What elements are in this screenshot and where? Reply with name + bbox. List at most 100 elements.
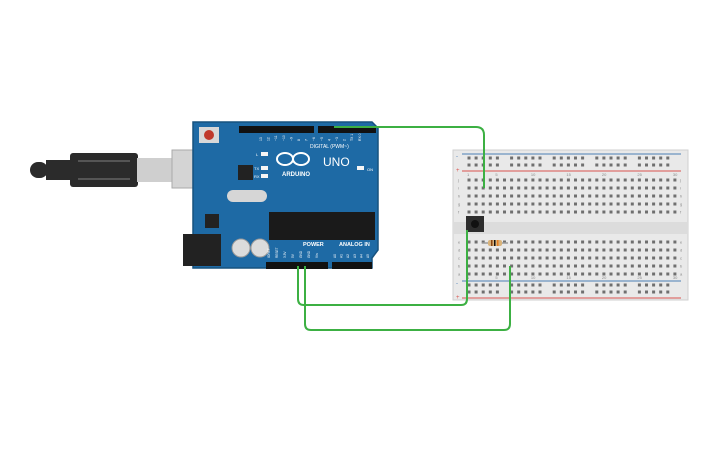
breadboard-hole[interactable] xyxy=(630,256,634,260)
breadboard-hole[interactable] xyxy=(666,202,670,206)
breadboard-hole[interactable] xyxy=(531,240,535,244)
breadboard-hole[interactable] xyxy=(574,264,577,268)
rail-hole[interactable] xyxy=(645,163,648,167)
breadboard-hole[interactable] xyxy=(623,194,627,198)
breadboard-hole[interactable] xyxy=(616,256,620,260)
rail-hole[interactable] xyxy=(652,290,656,294)
breadboard-hole[interactable] xyxy=(503,248,506,252)
rail-hole[interactable] xyxy=(531,163,535,167)
breadboard-hole[interactable] xyxy=(630,186,634,190)
breadboard-hole[interactable] xyxy=(609,210,613,214)
breadboard-hole[interactable] xyxy=(531,248,535,252)
breadboard-hole[interactable] xyxy=(609,186,613,190)
rail-hole[interactable] xyxy=(616,156,620,160)
breadboard-hole[interactable] xyxy=(588,210,592,214)
breadboard-hole[interactable] xyxy=(616,194,620,198)
breadboard-hole[interactable] xyxy=(652,178,656,182)
breadboard-hole[interactable] xyxy=(566,194,570,198)
breadboard-hole[interactable] xyxy=(517,178,521,182)
rail-hole[interactable] xyxy=(566,283,570,287)
breadboard-hole[interactable] xyxy=(666,194,670,198)
breadboard-hole[interactable] xyxy=(673,256,677,260)
breadboard-hole[interactable] xyxy=(581,202,585,206)
breadboard-hole[interactable] xyxy=(545,178,549,182)
breadboard-hole[interactable] xyxy=(552,178,556,182)
rail-hole[interactable] xyxy=(474,283,478,287)
breadboard-hole[interactable] xyxy=(503,194,506,198)
breadboard-hole[interactable] xyxy=(588,240,592,244)
breadboard-hole[interactable] xyxy=(673,178,677,182)
breadboard-hole[interactable] xyxy=(488,248,492,252)
rail-hole[interactable] xyxy=(495,163,499,167)
rail-hole[interactable] xyxy=(595,283,599,287)
breadboard-hole[interactable] xyxy=(517,194,521,198)
breadboard-hole[interactable] xyxy=(545,210,549,214)
rail-hole[interactable] xyxy=(609,283,613,287)
rail-hole[interactable] xyxy=(474,156,478,160)
rail-hole[interactable] xyxy=(602,283,606,287)
breadboard-hole[interactable] xyxy=(609,202,613,206)
breadboard-hole[interactable] xyxy=(552,272,556,276)
breadboard-hole[interactable] xyxy=(659,194,663,198)
rail-hole[interactable] xyxy=(645,283,648,287)
rail-hole[interactable] xyxy=(495,283,499,287)
breadboard-hole[interactable] xyxy=(652,210,656,214)
breadboard-hole[interactable] xyxy=(581,194,585,198)
breadboard-hole[interactable] xyxy=(474,272,478,276)
breadboard-hole[interactable] xyxy=(531,186,535,190)
rail-hole[interactable] xyxy=(517,156,521,160)
rail-hole[interactable] xyxy=(581,163,585,167)
rail-hole[interactable] xyxy=(510,290,514,294)
breadboard-hole[interactable] xyxy=(503,264,506,268)
rail-hole[interactable] xyxy=(581,156,585,160)
rail-hole[interactable] xyxy=(510,156,514,160)
breadboard-hole[interactable] xyxy=(637,240,641,244)
breadboard-hole[interactable] xyxy=(574,202,577,206)
breadboard-hole[interactable] xyxy=(637,264,641,268)
breadboard-hole[interactable] xyxy=(524,240,528,244)
breadboard-hole[interactable] xyxy=(616,248,620,252)
breadboard-hole[interactable] xyxy=(559,186,563,190)
breadboard-hole[interactable] xyxy=(510,178,514,182)
breadboard-hole[interactable] xyxy=(574,210,577,214)
breadboard-hole[interactable] xyxy=(510,240,514,244)
breadboard-hole[interactable] xyxy=(517,256,521,260)
breadboard-hole[interactable] xyxy=(609,240,613,244)
breadboard-hole[interactable] xyxy=(595,186,599,190)
breadboard-hole[interactable] xyxy=(616,186,620,190)
breadboard-hole[interactable] xyxy=(559,240,563,244)
breadboard-hole[interactable] xyxy=(652,272,656,276)
breadboard-hole[interactable] xyxy=(510,202,514,206)
breadboard-hole[interactable] xyxy=(531,202,535,206)
breadboard-hole[interactable] xyxy=(581,272,585,276)
breadboard-hole[interactable] xyxy=(574,256,577,260)
rail-hole[interactable] xyxy=(659,163,663,167)
rail-hole[interactable] xyxy=(616,290,620,294)
breadboard-hole[interactable] xyxy=(559,210,563,214)
breadboard-hole[interactable] xyxy=(623,272,627,276)
breadboard-hole[interactable] xyxy=(545,186,549,190)
breadboard-hole[interactable] xyxy=(645,186,648,190)
rail-hole[interactable] xyxy=(595,290,599,294)
breadboard-hole[interactable] xyxy=(559,194,563,198)
breadboard-hole[interactable] xyxy=(552,240,556,244)
breadboard-hole[interactable] xyxy=(503,272,506,276)
analog-header[interactable] xyxy=(332,262,372,269)
breadboard-hole[interactable] xyxy=(588,194,592,198)
rail-hole[interactable] xyxy=(666,163,670,167)
breadboard-hole[interactable] xyxy=(673,194,677,198)
rail-hole[interactable] xyxy=(510,163,514,167)
breadboard-hole[interactable] xyxy=(510,186,514,190)
breadboard-hole[interactable] xyxy=(581,178,585,182)
breadboard-hole[interactable] xyxy=(630,240,634,244)
rail-hole[interactable] xyxy=(574,283,577,287)
rail-hole[interactable] xyxy=(659,283,663,287)
arduino-uno-board[interactable]: ARDUINO UNO DIGITAL (PWM~) POWER ANALOG … xyxy=(183,121,379,269)
breadboard-hole[interactable] xyxy=(566,256,570,260)
breadboard-hole[interactable] xyxy=(510,210,514,214)
breadboard-hole[interactable] xyxy=(574,186,577,190)
breadboard-hole[interactable] xyxy=(481,264,485,268)
breadboard-hole[interactable] xyxy=(517,272,521,276)
breadboard-hole[interactable] xyxy=(581,186,585,190)
breadboard-hole[interactable] xyxy=(616,240,620,244)
